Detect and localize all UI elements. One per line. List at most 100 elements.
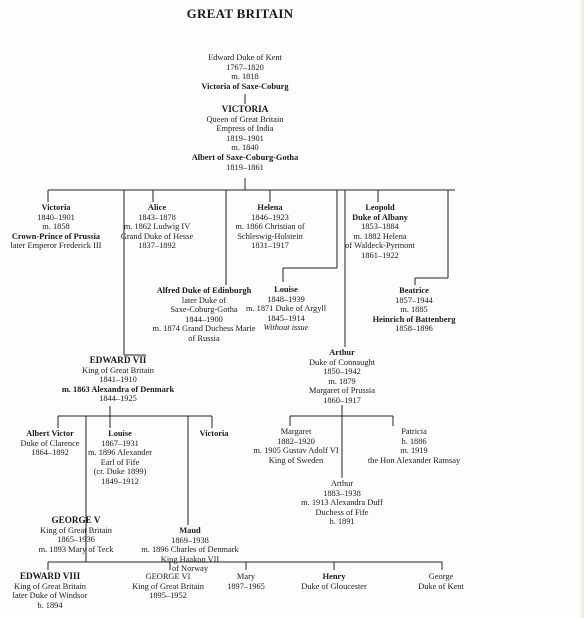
person-text-line: 1869–1938 [171,535,209,545]
person-text-line: m. 1874 Grand Duchess Marie [152,324,256,334]
person-text-line: Victoria [199,429,229,438]
person-text-line: 1861–1922 [361,250,399,260]
person-text-line: 1895–1952 [149,591,187,601]
person-text-line: Queen of Great Britain [206,114,284,124]
person-text-line: Grand Duke of Hesse [120,231,194,241]
person-text-line: 1858–1896 [395,324,433,334]
person-text-line: the Hon Alexander Ramsay [367,455,461,465]
person-text-line: Earl of Fife [100,457,140,467]
person-text-line: b. 1894 [37,600,63,610]
person-text-line: King of Great Britain [132,581,204,591]
person-text-line: George [428,572,454,581]
person-text-line: Arthur [329,348,355,357]
person-text-line: 1883–1938 [323,488,361,498]
person-text-line: Louise [108,429,132,438]
person-text-line: Albert of Saxe-Coburg-Gotha [191,152,299,162]
person-text-line: m. 1896 Alexander [88,448,152,458]
person-text-line: King of Great Britain [14,581,86,591]
person-text-line: Schleswig-Holstein [237,231,303,241]
person-text-line: 1850–1942 [323,367,361,377]
person-text-line: 1860–1917 [323,395,361,405]
person-text-line: m. 1840 [231,143,259,153]
person-text-line: Margaret of Prussia [309,386,375,396]
person-text-line: Alfred Duke of Edinburgh [156,286,252,295]
person-text-line: of Norway [171,564,209,574]
person-text-line: 1848–1939 [267,294,305,304]
person-text-line: Crown-Prince of Prussia [11,231,101,241]
person-text-line: 1837–1892 [138,241,176,251]
person-text-line: Mary [236,572,256,581]
person-victoria-daughter: Victoria [200,429,229,439]
person-text-line: m. 1862 Ludwig IV [123,222,191,232]
person-text-line: m. 1879 [328,376,356,386]
person-text-line: 1767–1820 [226,62,264,72]
person-text-line: EDWARD VII [89,355,147,365]
person-text-line: m. 1896 Charles of Denmark [141,545,239,555]
person-text-line: Helena [257,203,283,212]
person-text-line: 1844–1900 [185,314,223,324]
person-text-line: m. 1885 [400,305,428,315]
person-text-line: of Russia [188,333,220,343]
person-text-line: Victoria [41,203,71,212]
person-text-line: (cr. Duke 1899) [93,467,147,477]
person-text-line: m. 1905 Gustav Adolf VI [253,446,339,456]
person-text-line: Duchess of Fife [315,507,369,517]
person-text-line: Leopold [365,203,395,212]
person-text-line: m. 1919 [400,446,428,456]
person-text-line: m. 1893 Mary of Teck [38,544,114,554]
person-text-line: m. 1871 Duke of Argyll [245,304,327,314]
person-text-line: Edward Duke of Kent [208,53,282,62]
person-text-line: Duke of Connaught [308,357,376,367]
person-text-line: b. 1886 [401,436,427,446]
person-text-line: Margaret [280,427,312,436]
person-text-line: Henry [322,572,346,581]
person-text-line: Duke of Clarence [20,438,80,448]
person-text-line: 1844–1925 [99,394,137,404]
person-text-line: Empress of India [216,124,274,134]
person-text-line: 1857–1944 [395,295,433,305]
person-text-line: 1864–1892 [31,448,69,458]
person-text-line: Without issue [263,323,309,333]
person-text-line: m. 1866 Christian of [235,222,305,232]
person-text-line: Albert Victor [26,429,74,438]
person-text-line: King of Great Britain [40,525,112,535]
person-text-line: 1831–1917 [251,241,289,251]
person-text-line: Saxe-Coburg-Gotha [170,305,238,315]
person-text-line: Louise [274,285,298,294]
person-text-line: 1840–1901 [37,212,75,222]
person-text-line: King of Sweden [268,455,324,465]
page-title: GREAT BRITAIN [186,6,294,21]
person-text-line: King Haakon VII [160,554,220,564]
person-text-line: 1846–1923 [251,212,289,222]
person-text-line: m. 1818 [231,72,259,82]
person-text-line: GEORGE VI [145,572,191,581]
person-text-line: Arthur [330,479,354,488]
person-text-line: 1897–1965 [227,581,265,591]
person-text-line: Alice [147,203,167,212]
person-text-line: Victoria of Saxe-Coburg [201,81,289,91]
person-text-line: 1819–1861 [226,162,264,172]
person-text-line: GEORGE V [51,515,101,525]
person-text-line: later Duke of [181,295,227,305]
person-text-line: Duke of Albany [352,212,408,222]
person-text-line: 1841–1910 [99,375,137,385]
person-text-line: later Emperor Frederick III [10,241,102,251]
person-text-line: of Waldeck-Pyrmont [345,241,415,251]
